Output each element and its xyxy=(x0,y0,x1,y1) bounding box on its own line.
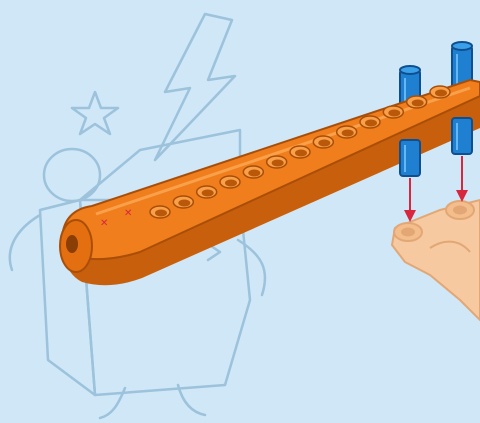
beam-hole-inner xyxy=(365,120,377,127)
beam-hole-inner xyxy=(202,190,214,197)
beam-hole-inner xyxy=(412,100,424,107)
svg-text:✕: ✕ xyxy=(124,208,132,219)
beam-hole-inner xyxy=(178,200,190,207)
beam-hole-inner xyxy=(248,170,260,177)
beam-hole-inner xyxy=(295,150,307,157)
svg-text:✕: ✕ xyxy=(100,218,108,229)
beam-hole-inner xyxy=(318,140,330,147)
beam-hole-inner xyxy=(342,130,354,137)
beam-hole-inner xyxy=(388,110,400,117)
beam-hole-inner xyxy=(435,90,447,97)
blue-axle-pin xyxy=(400,140,420,176)
beam-hole-inner xyxy=(272,160,284,167)
blue-axle-pin xyxy=(452,118,472,154)
beam-hole-inner xyxy=(155,210,167,217)
beam-hole-inner xyxy=(225,180,237,187)
